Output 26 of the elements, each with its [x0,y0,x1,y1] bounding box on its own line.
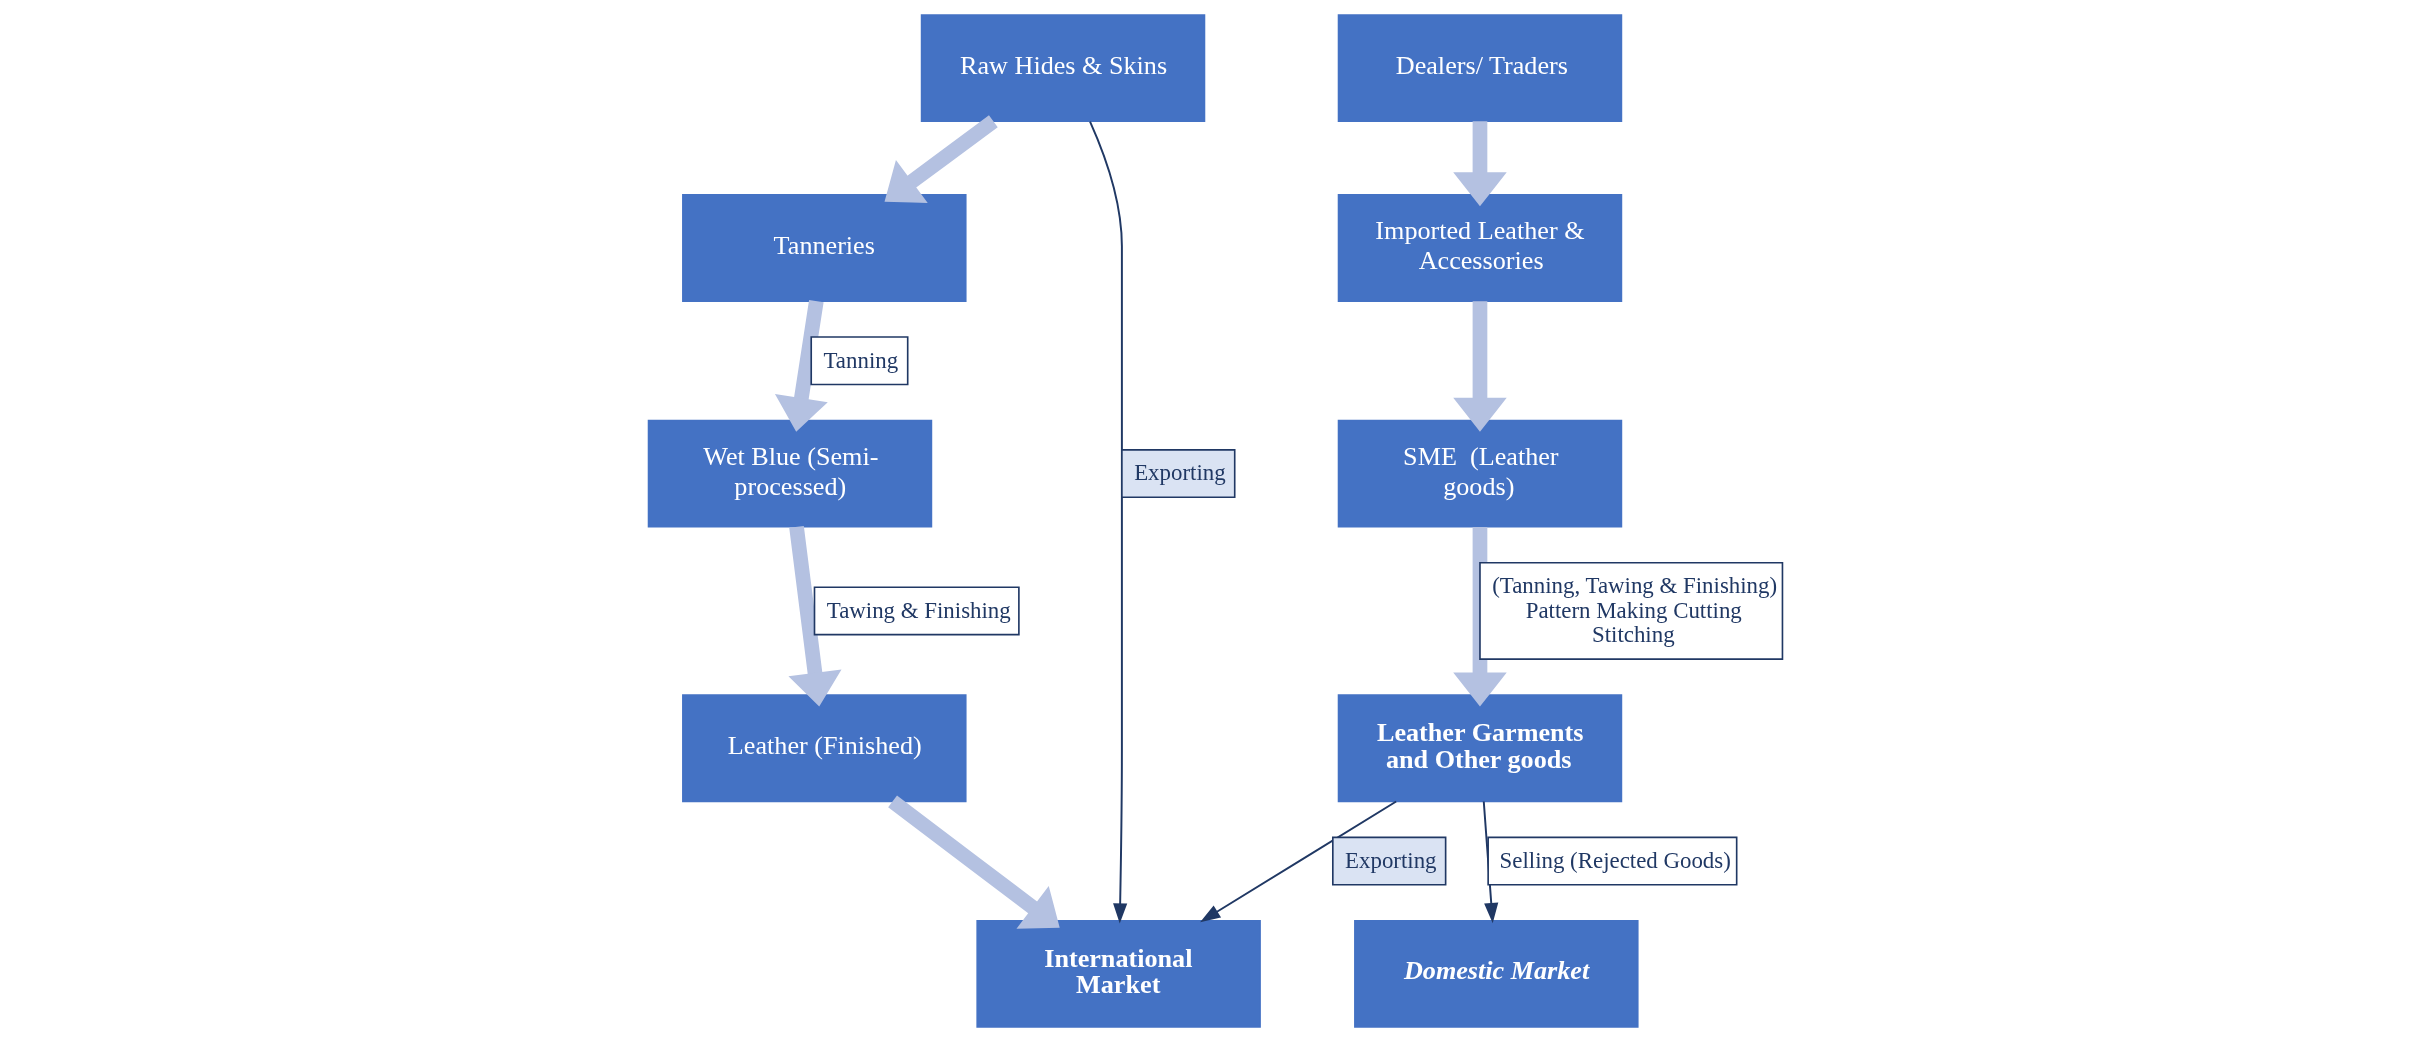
node-box: Dealers/ Traders [1337,14,1623,123]
arrow [1089,120,1128,924]
edge-label: (Tanning, Tawing & Finishing) Pattern Making Cutting Stitching [1492,573,1778,648]
edge-label: Tawing & Finishing [826,597,1011,623]
edge-label: Tanning [823,347,899,373]
edge-label: Exporting [1345,847,1437,873]
node-box: Domestic Market [1354,919,1639,1028]
node-box: Wet Blue (Semi-processed) [647,419,933,528]
node-box: Imported Leather & Accessories [1337,194,1623,302]
node-box: International Market [976,919,1261,1028]
node-box: Raw Hides & Skins [920,14,1206,123]
arrow [884,115,998,204]
edge-label: Selling (Rejected Goods) [1499,847,1731,873]
node-box: SME (Leather goods) [1337,419,1623,528]
arrow [1200,800,1398,923]
node-box: Leather (Finished) [682,694,967,803]
node-box: Tanneries [682,194,967,302]
arrow [1453,301,1507,432]
arrow [1482,800,1499,924]
edge-label: Exporting [1134,460,1226,486]
arrow [1453,526,1507,707]
arrow [774,300,828,432]
arrow [788,525,842,707]
arrow [888,795,1060,929]
arrow [1453,121,1507,207]
node-box: Leather Garments and Other goods [1337,694,1623,803]
